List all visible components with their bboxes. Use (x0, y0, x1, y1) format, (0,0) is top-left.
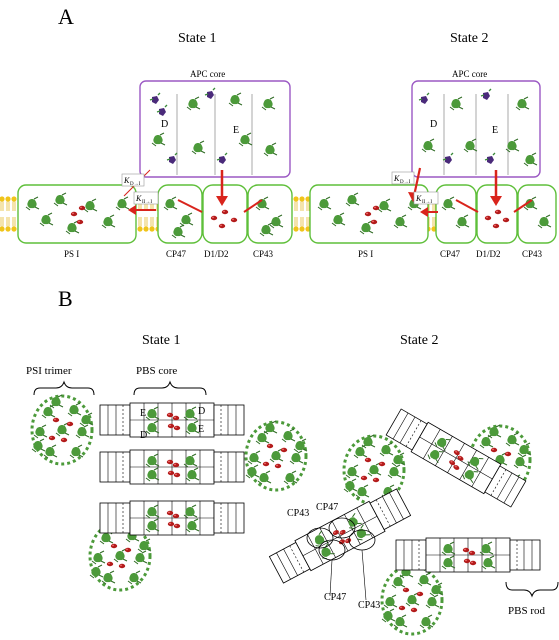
state2-apc-e: E (492, 125, 498, 136)
state2-pbs-2 (268, 487, 411, 585)
state2-kd-i-badge: K D→I (391, 171, 415, 185)
panel-b-state1-title: State 1 (142, 333, 181, 348)
state1-cp43-complex (247, 184, 293, 244)
pbs-rod-brace (505, 581, 559, 598)
pbs-rod-label: PBS rod (508, 605, 545, 617)
svg-text:II→I: II→I (422, 200, 432, 205)
state1-cp47-complex (157, 184, 203, 244)
state1-pbs-2 (100, 450, 244, 484)
panel-a-label: A (58, 4, 74, 29)
state2-apc-core-label: APC core (452, 69, 487, 79)
state1-pbs-3 (100, 501, 244, 535)
cp-leader-lines (329, 549, 367, 601)
state1-pbs-1 (100, 403, 244, 437)
state2-kii-i-badge: K II→I (413, 191, 439, 205)
state1-cp43-label: CP43 (253, 249, 274, 259)
state1-kd-i-badge: K D→I (121, 173, 145, 187)
state1-apc-core (139, 80, 291, 178)
panel-a-state2-title: State 2 (450, 31, 489, 46)
svg-text:K: K (135, 194, 142, 203)
svg-text:K: K (393, 174, 400, 183)
state2-pbs-1 (385, 407, 527, 508)
state1-cp47-label: CP47 (166, 249, 187, 259)
state1-psi-trimer-1 (32, 395, 93, 464)
psi-trimer-brace (33, 380, 95, 396)
state2-psi-label: PS I (358, 249, 373, 259)
core-label-d1: D (198, 406, 205, 417)
core-label-e1: E (140, 408, 146, 419)
state1-apc-e: E (233, 125, 239, 136)
state1-d1d2-complex (202, 184, 248, 244)
psi-trimer-label: PSI trimer (26, 365, 72, 377)
svg-text:D→I: D→I (400, 180, 411, 185)
state2-cp43-complex (517, 184, 557, 244)
state2-apc-core (411, 80, 541, 178)
panel-b-label: B (58, 286, 73, 311)
cp47-label-b: CP47 (324, 592, 346, 603)
state1-transfer-arrows (123, 169, 263, 215)
svg-text:D→I: D→I (130, 182, 141, 187)
core-label-e2: E (198, 424, 204, 435)
state2-cp43-label: CP43 (522, 249, 543, 259)
state2-pbs-3 (396, 538, 540, 572)
panel-a-state1-title: State 1 (178, 31, 217, 46)
state1-d1d2-label: D1/D2 (204, 249, 229, 259)
svg-text:K: K (415, 194, 422, 203)
svg-text:II→I: II→I (142, 200, 152, 205)
cp43-label-a: CP43 (287, 508, 309, 519)
state1-apc-core-label: APC core (190, 69, 225, 79)
state2-d1d2-label: D1/D2 (476, 249, 501, 259)
core-label-d2: D (140, 430, 147, 441)
state2-psi-trimer-3 (382, 565, 443, 634)
state1-kii-i-badge: K II→I (133, 191, 159, 205)
pbs-core-label: PBS core (136, 365, 177, 377)
state2-cp47-label: CP47 (440, 249, 461, 259)
state2-apc-d: D (430, 119, 437, 130)
cp43-label-b: CP43 (358, 600, 380, 611)
svg-text:K: K (123, 176, 130, 185)
state1-psi-trimer-2 (246, 421, 307, 490)
panel-b-state2-title: State 2 (400, 333, 439, 348)
cp47-label-a: CP47 (316, 502, 338, 513)
pbs-core-brace (133, 380, 207, 396)
state1-psi-complex (17, 184, 137, 244)
state1-psi-label: PS I (64, 249, 79, 259)
state2-cp47-complex (435, 184, 477, 244)
state1-apc-d: D (161, 119, 168, 130)
